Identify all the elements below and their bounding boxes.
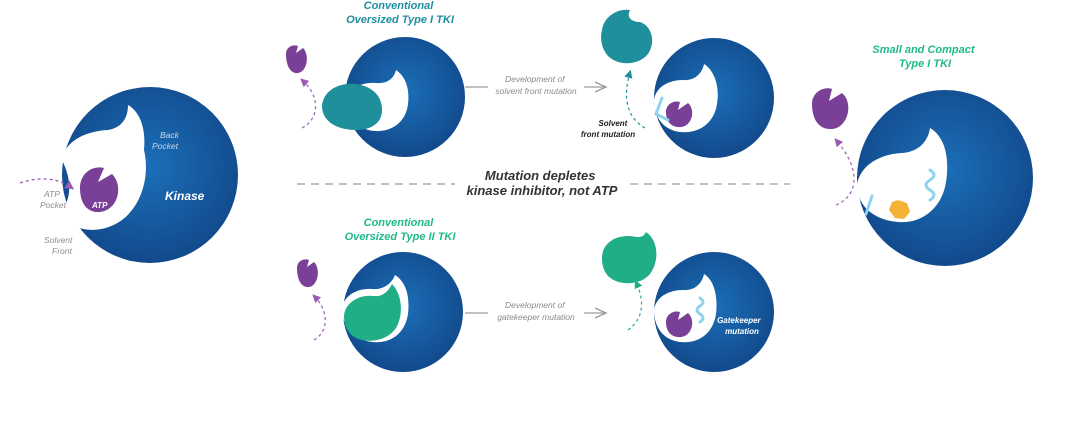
free-atp-right xyxy=(812,88,849,130)
dev-gatekeeper-bg xyxy=(488,298,584,326)
solvent-mutation-mark xyxy=(654,96,670,122)
compact-tki-molecule xyxy=(889,200,910,219)
gatekeeper-mutation-mark xyxy=(695,296,705,324)
ejection-arrow-top xyxy=(624,69,646,129)
back-pocket-label: Back Pocket xyxy=(152,130,181,151)
atp-label: ATP xyxy=(91,201,108,210)
kinase-label: Kinase xyxy=(165,189,205,203)
atp-blocked-arrow-top xyxy=(300,78,317,129)
dev-solvent-label: Development of solvent front mutation xyxy=(495,74,577,96)
type2-tki-panel: Conventional Oversized Type II TKI Devel… xyxy=(297,217,774,372)
ejected-type2-tki xyxy=(602,232,657,284)
atp-molecule xyxy=(80,167,119,213)
free-atp-top xyxy=(286,45,307,74)
compact-tki-panel: Small and Compact Type I TKI xyxy=(812,44,1033,266)
compact-title: Small and Compact Type I TKI xyxy=(872,44,977,70)
ejected-type1-tki xyxy=(601,9,653,64)
dev-solvent-bg xyxy=(488,72,584,100)
type1-title: Conventional Oversized Type I TKI xyxy=(346,0,455,26)
type1-tki-bound xyxy=(322,83,382,130)
gatekeeper-mutation-label: Gatekeeper mutation xyxy=(717,316,763,336)
solvent-mutation-mark-compact xyxy=(864,194,874,216)
kinase-main: ATP Kinase Back Pocket ATP Pocket Solven… xyxy=(19,87,238,263)
atp-blocked-arrow-bottom xyxy=(312,294,326,341)
atp-bound-solvent-mutant xyxy=(666,101,693,128)
solvent-mutation-label: Solvent front mutation xyxy=(581,119,635,139)
type2-title: Conventional Oversized Type II TKI xyxy=(345,217,457,243)
gatekeeper-mutation-arrowhead xyxy=(594,307,608,319)
type1-tki-panel: Conventional Oversized Type I TKI Develo… xyxy=(286,0,774,158)
atp-pocket-label: ATP Pocket xyxy=(40,189,67,210)
ejection-arrow-bottom xyxy=(627,279,643,331)
center-divider: Mutation depletes kinase inhibitor, not … xyxy=(297,168,790,198)
atp-entry-arrow xyxy=(19,178,75,190)
atp-blocked-arrow-right xyxy=(834,138,855,206)
type2-tki-bound xyxy=(344,284,401,341)
free-atp-bottom xyxy=(297,259,318,288)
atp-bound-gatekeeper-mutant xyxy=(666,311,693,338)
pocket-compact xyxy=(857,128,948,223)
solvent-front-label: Solvent Front xyxy=(44,235,75,256)
dev-gatekeeper-label: Development of gatekeeper mutation xyxy=(497,300,575,322)
center-mutation-text: Mutation depletes kinase inhibitor, not … xyxy=(467,168,618,198)
gatekeeper-mutation-mark-compact xyxy=(924,168,936,202)
solvent-mutation-arrowhead xyxy=(594,81,608,93)
